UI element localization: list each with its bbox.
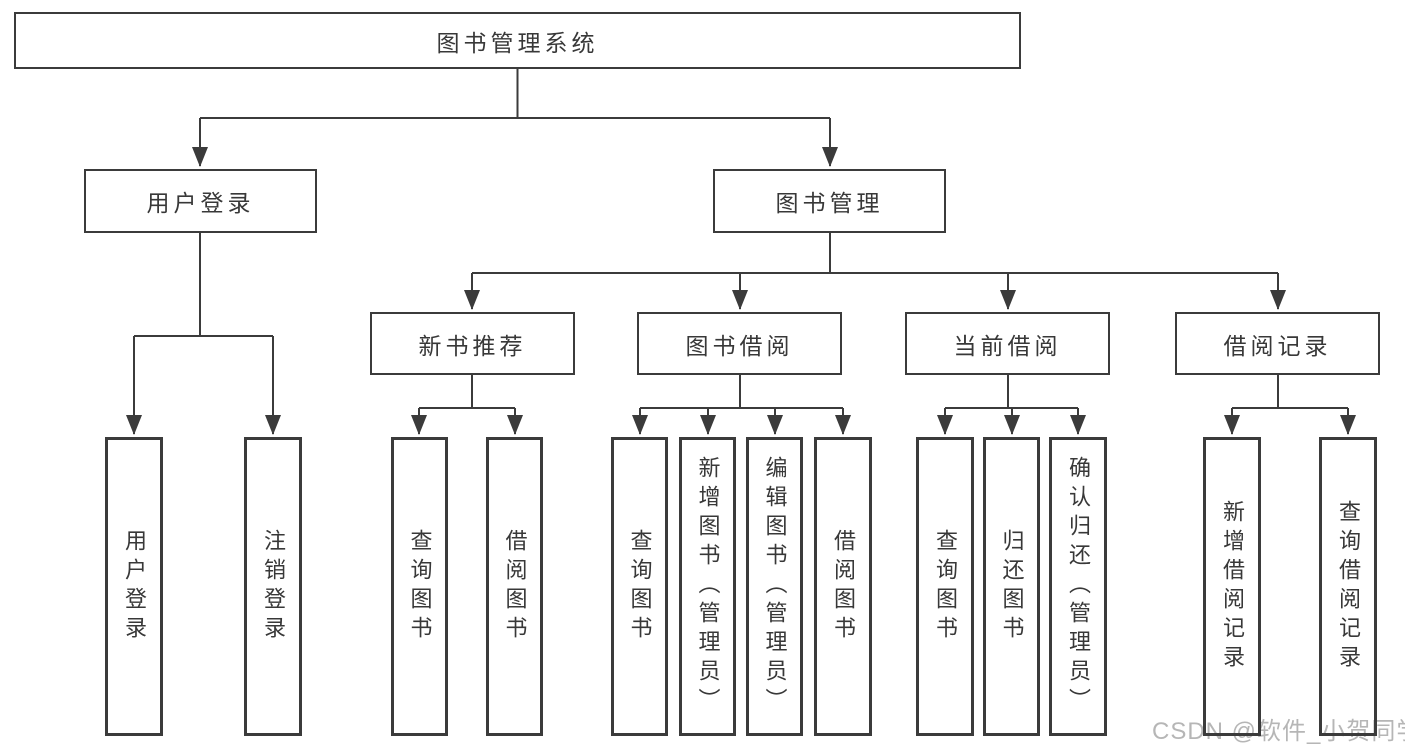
node-current-borrowing: 当前借阅 — [905, 312, 1110, 375]
leaf-bb-edit-books-label: 编辑图书（管理员） — [762, 456, 788, 717]
leaf-cb-confirm-return-label: 确认归还（管理员） — [1066, 456, 1091, 717]
node-user-login: 用户登录 — [84, 169, 317, 233]
node-new-book-recommend-label: 新书推荐 — [418, 332, 527, 359]
leaf-nbr-query-books-label: 查询图书 — [407, 528, 433, 645]
node-root: 图书管理系统 — [14, 12, 1021, 69]
node-user-login-label: 用户登录 — [146, 190, 255, 216]
node-book-borrowing: 图书借阅 — [637, 312, 842, 375]
leaf-br-query-record: 查询借阅记录 — [1319, 437, 1377, 736]
connector-borrowing-records-children — [1224, 375, 1356, 435]
leaf-bb-query-books-label: 查询图书 — [627, 528, 653, 645]
node-borrowing-records: 借阅记录 — [1175, 312, 1380, 375]
leaf-bb-edit-books: 编辑图书（管理员） — [746, 437, 803, 736]
leaf-br-add-record: 新增借阅记录 — [1203, 437, 1261, 736]
leaf-user-login-label: 用户登录 — [122, 528, 147, 645]
leaf-cb-return-books-label: 归还图书 — [999, 528, 1025, 645]
leaf-nbr-query-books: 查询图书 — [391, 437, 448, 736]
leaf-cb-return-books: 归还图书 — [983, 437, 1040, 736]
node-book-management: 图书管理 — [713, 169, 946, 233]
leaf-cb-query-books: 查询图书 — [916, 437, 974, 736]
leaf-nbr-borrow-books-label: 借阅图书 — [502, 528, 528, 645]
leaf-bb-borrow-books: 借阅图书 — [814, 437, 872, 736]
leaf-cb-confirm-return: 确认归还（管理员） — [1049, 437, 1107, 736]
leaf-user-login: 用户登录 — [105, 437, 163, 736]
node-root-label: 图书管理系统 — [436, 29, 599, 56]
leaf-bb-add-books-label: 新增图书（管理员） — [695, 456, 721, 717]
leaf-br-query-record-label: 查询借阅记录 — [1336, 499, 1361, 674]
leaf-nbr-borrow-books: 借阅图书 — [486, 437, 543, 736]
connector-new-book-recommend-children — [411, 375, 523, 435]
node-borrowing-records-label: 借阅记录 — [1223, 332, 1332, 359]
connector-book-management-children — [464, 233, 1286, 310]
leaf-br-add-record-label: 新增借阅记录 — [1220, 499, 1245, 674]
connector-root-to-level2 — [192, 69, 838, 167]
leaf-logout-label: 注销登录 — [261, 528, 286, 645]
connector-book-borrowing-children — [632, 375, 851, 435]
leaf-bb-borrow-books-label: 借阅图书 — [831, 528, 856, 645]
csdn-watermark: CSDN @软件_小贺同学 — [1152, 718, 1405, 745]
node-new-book-recommend: 新书推荐 — [370, 312, 575, 375]
leaf-logout: 注销登录 — [244, 437, 302, 736]
connector-user-login-children — [126, 233, 281, 435]
node-book-management-label: 图书管理 — [775, 190, 884, 216]
node-current-borrowing-label: 当前借阅 — [953, 332, 1062, 359]
leaf-bb-query-books: 查询图书 — [611, 437, 668, 736]
leaf-cb-query-books-label: 查询图书 — [933, 528, 958, 645]
leaf-bb-add-books: 新增图书（管理员） — [679, 437, 736, 736]
node-book-borrowing-label: 图书借阅 — [685, 332, 794, 359]
connector-current-borrowing-children — [937, 375, 1086, 435]
